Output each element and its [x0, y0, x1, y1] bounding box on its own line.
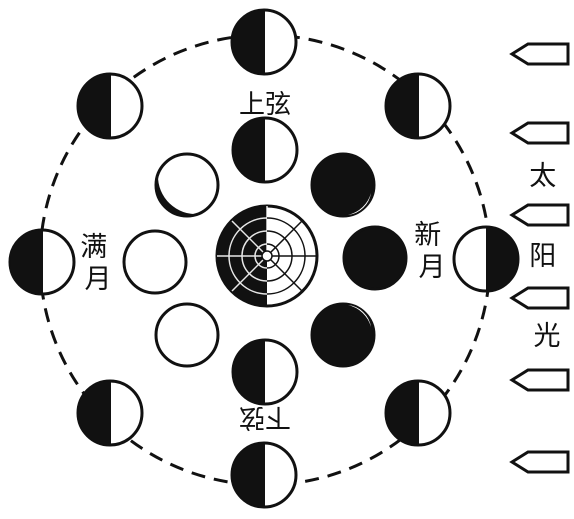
- label-sunlight-char-2: 阳: [529, 241, 556, 272]
- sunlight-arrow: [512, 452, 568, 472]
- sunlight-arrow: [512, 370, 568, 390]
- orbit-moon-bottom: [232, 443, 296, 507]
- sunlight-arrow: [512, 288, 568, 308]
- orbit-moon-top: [232, 10, 296, 74]
- label-sunlight: 太 阳 光: [529, 161, 565, 352]
- label-sunlight-char-1: 太: [529, 161, 556, 192]
- label-new-moon-char-1: 新: [414, 220, 441, 251]
- orbit-moon-right: [454, 227, 518, 291]
- orbit-moon-top-right: [386, 74, 450, 138]
- label-new-moon: 新 月: [414, 220, 450, 283]
- sunlight-arrow: [512, 44, 568, 64]
- phase-crescent-lower-right: [312, 304, 374, 366]
- orbit-moon-left: [10, 230, 74, 294]
- phase-crescent-upper-right: [312, 154, 374, 216]
- phase-last-quarter: [233, 340, 297, 404]
- label-sunlight-char-3: 光: [534, 321, 561, 352]
- phase-gibbous-upper-left: [156, 154, 218, 216]
- orbit-moon-bottom-right: [386, 381, 450, 445]
- earth-icon: [217, 206, 317, 306]
- phase-first-quarter: [233, 118, 297, 182]
- label-new-moon-char-2: 月: [419, 252, 446, 283]
- sunlight-arrow: [512, 123, 568, 143]
- phase-gibbous-lower-left: [156, 304, 218, 366]
- orbit-moon-bottom-left: [78, 381, 142, 445]
- label-last-quarter: 下弦: [239, 402, 291, 432]
- phase-full-moon: [124, 231, 186, 293]
- label-full-moon-char-2: 月: [85, 264, 112, 295]
- label-full-moon-char-1: 满: [80, 232, 107, 263]
- sunlight-arrow: [512, 205, 568, 225]
- label-full-moon: 满 月: [80, 232, 116, 295]
- phase-new-moon: [344, 227, 406, 289]
- label-first-quarter: 上弦: [239, 90, 291, 120]
- orbit-moon-top-left: [78, 74, 142, 138]
